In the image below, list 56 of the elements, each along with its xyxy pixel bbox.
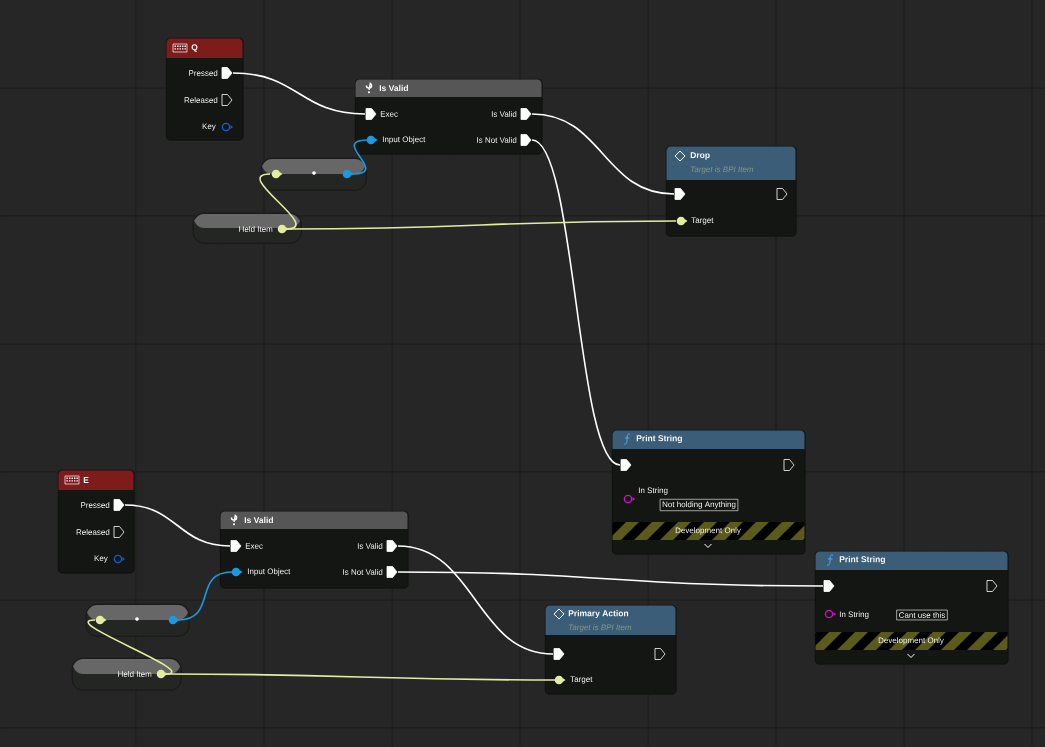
pin-label: Target [570, 676, 593, 684]
blueprint-node [815, 551, 1009, 665]
wire [87, 619, 173, 675]
wire [232, 72, 366, 115]
pin-label: Is Valid [357, 543, 383, 549]
text-field: Not holding Anything [659, 498, 739, 512]
pin-label: Exec [380, 111, 398, 117]
wire [124, 504, 231, 547]
blueprint-node [355, 79, 543, 155]
node-title: Q [191, 44, 198, 52]
blueprint-node [666, 146, 797, 237]
pin-label: Key [94, 555, 108, 563]
wire [531, 113, 675, 195]
wire [286, 220, 677, 230]
warning-banner: Development Only [815, 632, 1008, 650]
conversion-node [261, 158, 367, 191]
variable-node [72, 658, 182, 691]
node-title: Print String [636, 435, 682, 443]
pin-label: In String [638, 487, 668, 495]
pin-label: Held Item [118, 671, 152, 677]
pin-label: Held Item [239, 226, 273, 232]
pin-label: Is Valid [491, 111, 517, 117]
pin-label: Key [202, 123, 216, 131]
conversion-node [86, 604, 190, 637]
pin-label: Pressed [81, 502, 110, 508]
pin-label: Exec [245, 543, 263, 549]
node-title: E [83, 477, 89, 483]
warning-banner: Development Only [612, 522, 805, 540]
wire [164, 673, 556, 681]
pin-label: Released [76, 529, 110, 535]
node-title: Drop [690, 152, 710, 160]
node-title: Is Valid [379, 84, 408, 92]
pin-label: Input Object [382, 136, 426, 144]
wire [531, 139, 621, 466]
node-title: Print String [839, 556, 885, 564]
pin-label: Input Object [247, 568, 291, 576]
variable-node [193, 213, 302, 244]
wire [259, 173, 297, 230]
pin-label: Target [691, 217, 714, 225]
wire [397, 571, 824, 587]
node-title: Primary Action [568, 610, 629, 618]
wire [351, 139, 369, 175]
blueprint-node [545, 605, 677, 695]
pin-label: Is Not Valid [343, 569, 383, 575]
node-title: Is Valid [244, 516, 273, 524]
pin-label: Released [184, 97, 218, 103]
pin-label: In String [839, 611, 869, 619]
text-field: Cant use this [896, 609, 948, 621]
pin-label: Pressed [189, 70, 218, 76]
blueprint-node [166, 38, 244, 141]
pin-label: Is Not Valid [477, 137, 517, 143]
blueprint-node [58, 470, 135, 574]
blueprint-node [220, 511, 409, 589]
blueprint-node [612, 430, 806, 555]
wire [397, 545, 554, 655]
wire [177, 571, 233, 621]
